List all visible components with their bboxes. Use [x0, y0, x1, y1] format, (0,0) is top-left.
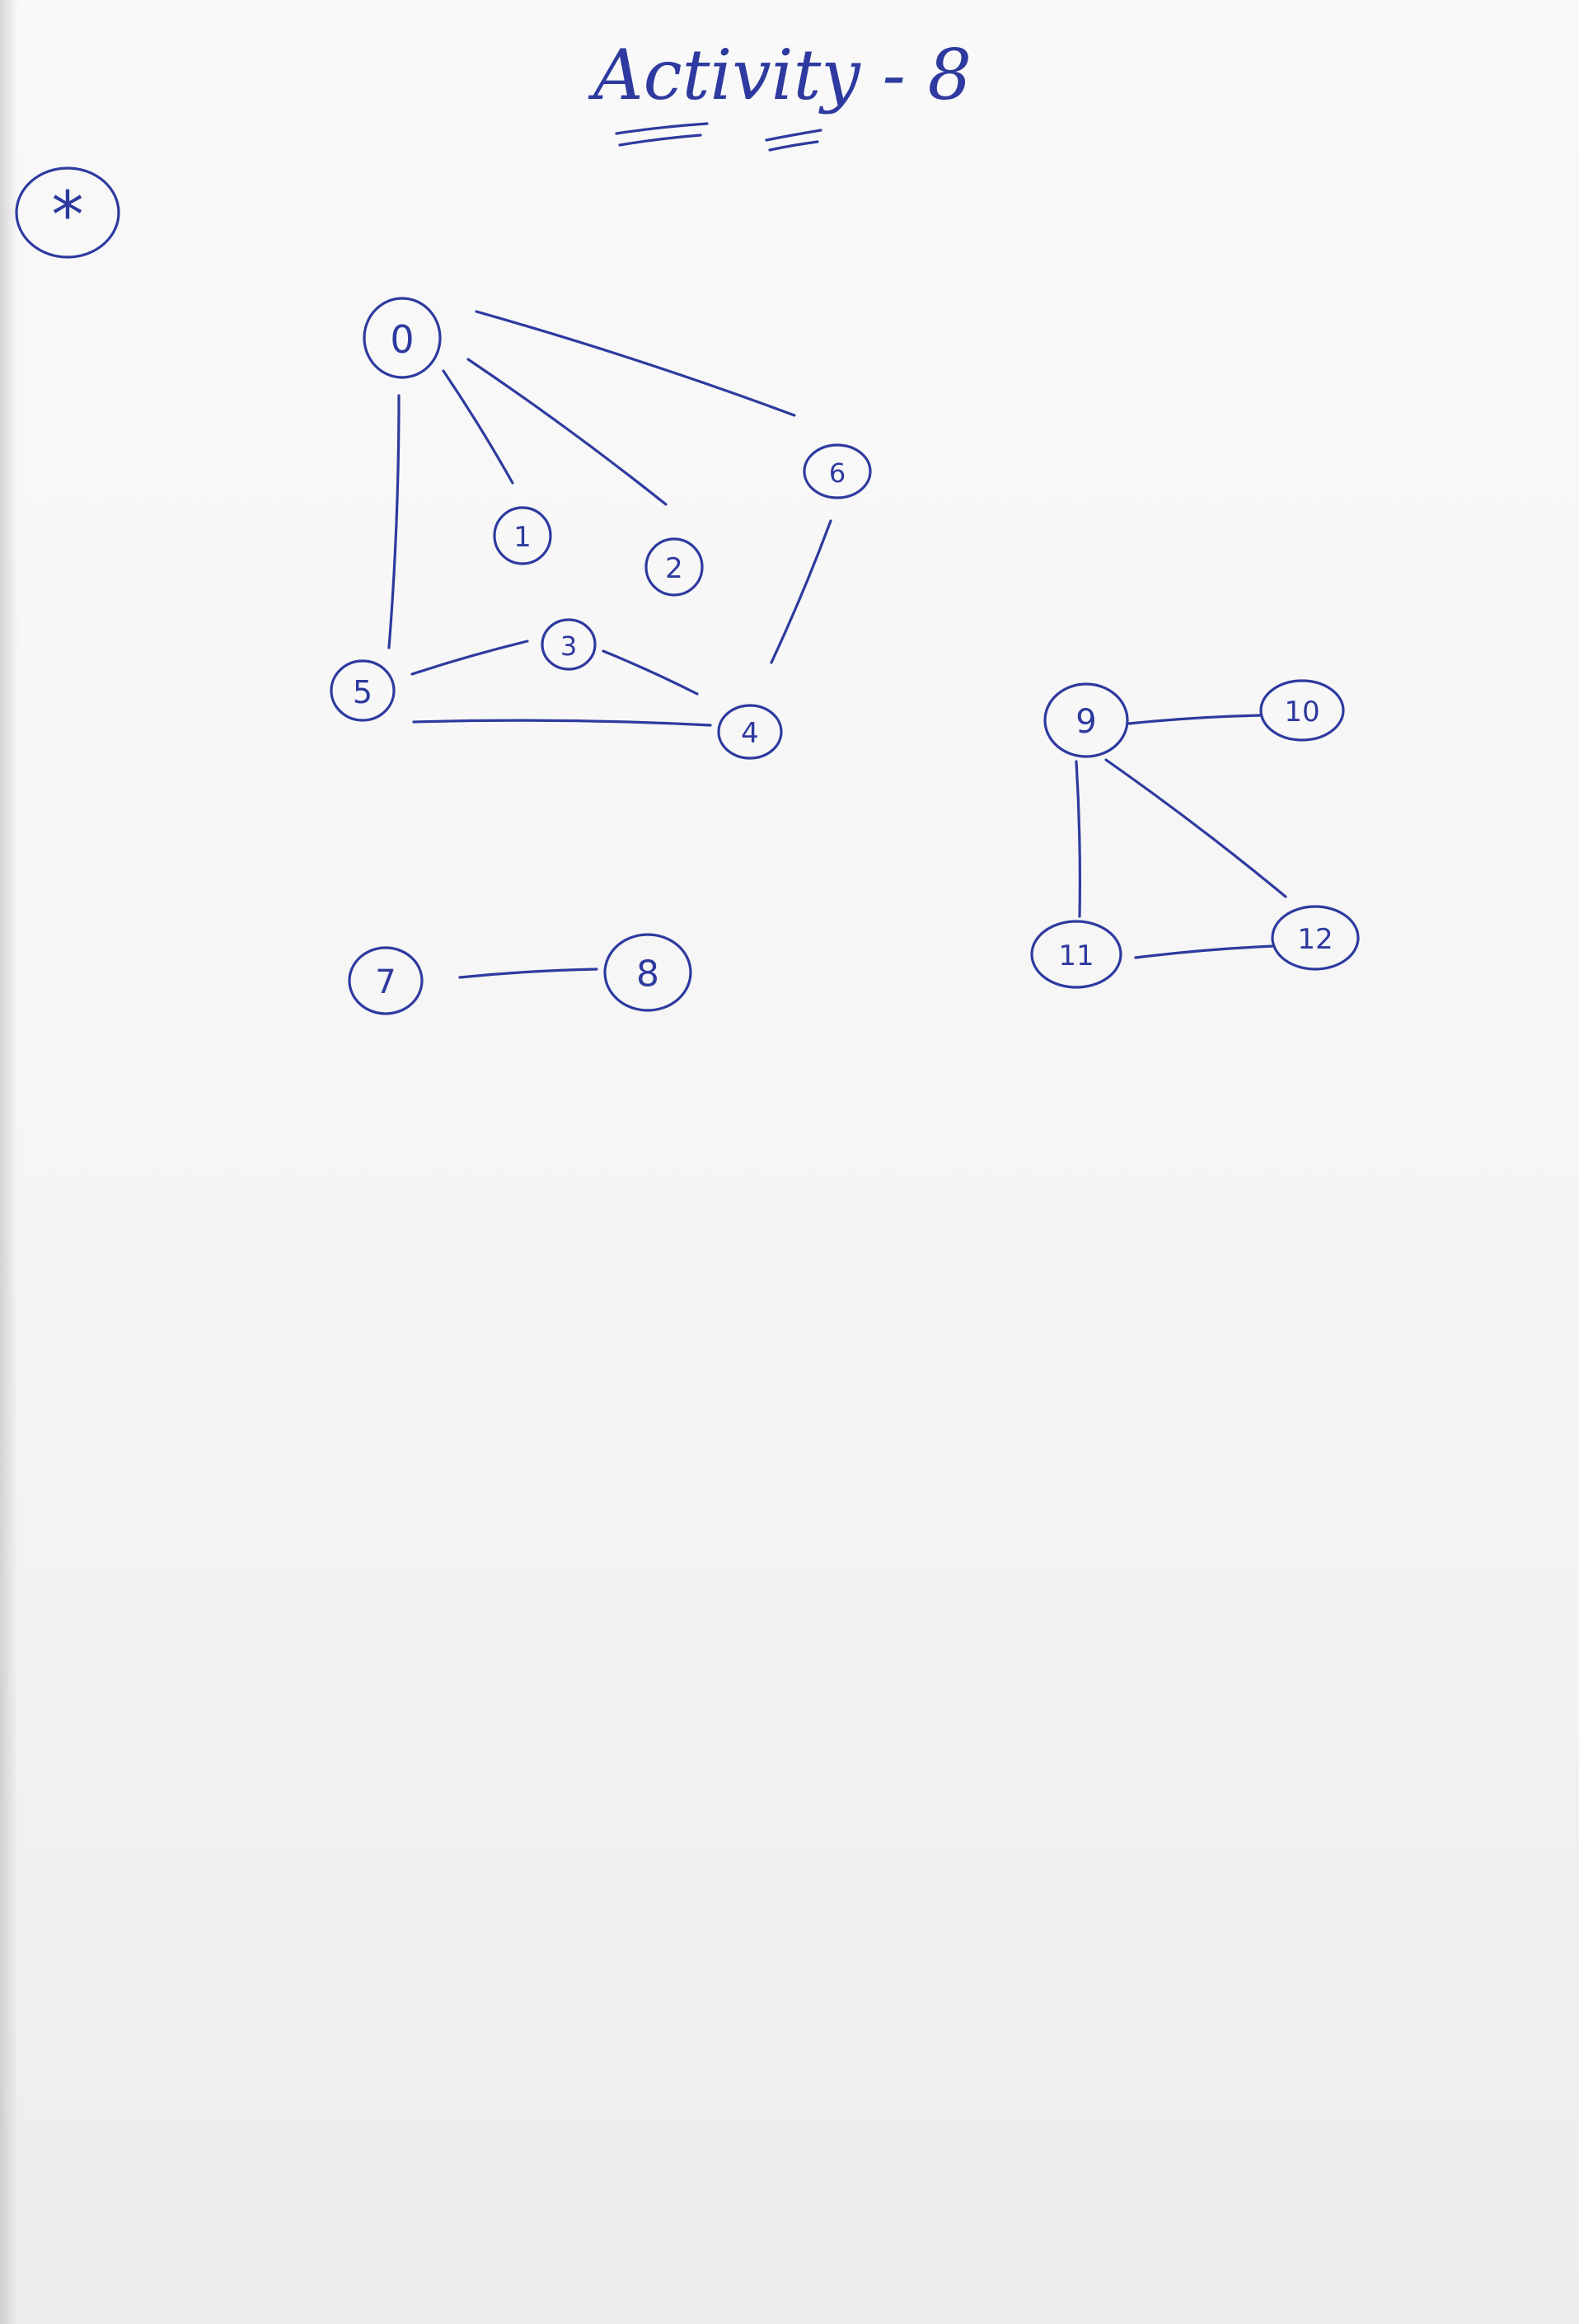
node-label-2: 2 — [665, 552, 683, 585]
edge-0-5 — [387, 394, 401, 649]
edge-9-11 — [1075, 760, 1082, 918]
node-label-0: 0 — [390, 317, 414, 362]
node-circle-1 — [493, 506, 552, 565]
node-6: 6 — [803, 443, 872, 499]
node-0: 0 — [363, 297, 442, 379]
edge-3-4 — [602, 649, 699, 696]
paper-edge-shadow — [0, 0, 18, 2324]
node-circle-3 — [541, 618, 597, 671]
edge-6-4 — [770, 519, 832, 664]
node-label-6: 6 — [829, 457, 846, 489]
node-circle-8 — [603, 933, 692, 1012]
node-circle-10 — [1259, 679, 1345, 742]
edge-0-6 — [475, 310, 796, 417]
title-group: Activity - 8 — [588, 35, 972, 152]
node-label-11: 11 — [1058, 939, 1094, 972]
node-8: 8 — [603, 933, 692, 1012]
node-circle-7 — [348, 946, 424, 1015]
node-label-8: 8 — [636, 953, 659, 996]
node-12: 12 — [1271, 905, 1360, 971]
node-circle-9 — [1043, 682, 1129, 758]
star-marker: * — [15, 166, 120, 259]
edge-5-4 — [412, 719, 712, 727]
title-underline-2 — [618, 134, 702, 147]
node-2: 2 — [644, 537, 704, 597]
node-circle-11 — [1030, 920, 1122, 989]
edge-0-2 — [466, 358, 668, 506]
title-underline-1 — [615, 122, 709, 135]
star-icon: * — [52, 179, 84, 253]
node-10: 10 — [1259, 679, 1345, 742]
edges-layer — [387, 310, 1287, 979]
edge-7-8 — [458, 968, 598, 979]
node-circle-4 — [717, 704, 783, 760]
node-label-1: 1 — [513, 521, 532, 554]
edge-5-3 — [410, 640, 529, 676]
node-11: 11 — [1030, 920, 1122, 989]
node-7: 7 — [348, 946, 424, 1015]
node-9: 9 — [1043, 682, 1129, 758]
star-circle — [15, 166, 120, 259]
node-circle-2 — [644, 537, 704, 597]
node-label-12: 12 — [1297, 923, 1333, 956]
node-1: 1 — [493, 506, 552, 565]
node-label-10: 10 — [1284, 696, 1319, 729]
title-underline-4 — [768, 140, 819, 152]
node-3: 3 — [541, 618, 597, 671]
node-circle-6 — [803, 443, 872, 499]
node-circle-12 — [1271, 905, 1360, 971]
edge-11-12 — [1134, 944, 1276, 959]
edge-9-12 — [1104, 758, 1287, 898]
edge-0-1 — [442, 369, 514, 485]
edge-9-10 — [1127, 714, 1263, 725]
node-label-4: 4 — [741, 717, 759, 750]
node-label-5: 5 — [353, 674, 372, 710]
node-label-7: 7 — [375, 963, 396, 1001]
page-title: Activity - 8 — [588, 35, 972, 115]
title-underline-3 — [765, 129, 822, 142]
node-circle-5 — [330, 659, 396, 722]
node-5: 5 — [330, 659, 396, 722]
node-label-9: 9 — [1075, 703, 1096, 741]
node-circle-0 — [363, 297, 442, 379]
node-label-3: 3 — [560, 630, 577, 662]
node-4: 4 — [717, 704, 783, 760]
